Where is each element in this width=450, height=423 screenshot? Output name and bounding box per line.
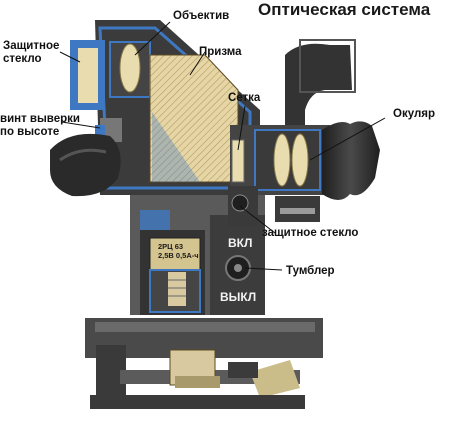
marking-on: ВКЛ [228, 236, 253, 250]
label-protective-glass-top-line1: Защитное [3, 40, 60, 52]
eyepiece-assembly [228, 39, 380, 226]
mounting-base [85, 318, 323, 409]
label-eyepiece: Окуляр [393, 108, 435, 120]
label-protective-glass-bottom: защитное стекло [262, 227, 359, 239]
label-toggle: Тумблер [286, 265, 335, 277]
label-prism: Призма [199, 46, 242, 58]
battery-label: 2РЦ 63 2,5В 0,5А-ч [158, 242, 199, 260]
label-height-screw-line1: винт выверки [0, 113, 80, 125]
label-height-screw: винт выверки по высоте [0, 113, 80, 139]
battery-label-line2: 2,5В 0,5А-ч [158, 251, 199, 260]
label-objective: Объектив [173, 10, 230, 22]
lens-cap [50, 133, 121, 197]
label-reticle: Сетка [228, 92, 261, 104]
marking-off: ВЫКЛ [220, 290, 257, 304]
battery-label-line1: 2РЦ 63 [158, 242, 184, 251]
label-protective-glass-top-line2: стекло [3, 53, 42, 65]
label-protective-glass-top: Защитное стекло [3, 40, 59, 66]
leader-lines [59, 21, 386, 271]
label-height-screw-line2: по высоте [0, 126, 60, 138]
optical-head [70, 20, 260, 195]
diagram-title: Оптическая система [258, 0, 431, 19]
